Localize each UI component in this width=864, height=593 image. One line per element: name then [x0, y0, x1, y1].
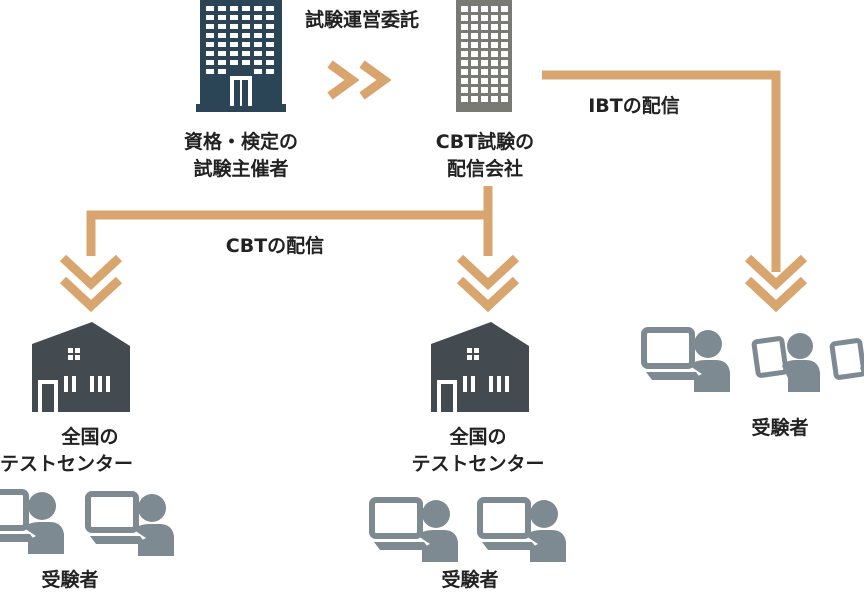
cbt-route-line	[86, 210, 493, 256]
organizer-building-icon	[196, 0, 286, 112]
examinee-left-pc-icon-2	[88, 494, 174, 556]
examinee-ibt-pc-icon	[644, 330, 730, 392]
outsourcing-label: 試験運営委託	[304, 9, 419, 31]
test-center-right-line1: 全国の	[449, 426, 507, 448]
examinees-ibt-label: 受験者	[751, 417, 809, 439]
examinee-ibt-phone-icon	[832, 335, 864, 394]
test-center-left-house-icon	[32, 322, 130, 412]
examinee-right-pc-icon-1	[372, 500, 458, 562]
outsourcing-chevron-2	[359, 60, 392, 100]
delivery-label-line1: CBT試験の	[435, 131, 535, 153]
cbt-left-arrowhead-2	[59, 276, 123, 313]
cbt-left-arrowhead-1	[59, 254, 123, 291]
outsourcing-chevron-1	[327, 60, 360, 100]
delivery-label-line2: 配信会社	[446, 158, 523, 180]
examinees-right-label: 受験者	[441, 569, 499, 591]
connectors	[59, 60, 808, 313]
delivery-building-icon	[456, 0, 512, 112]
examinee-left-pc-icon-1	[0, 492, 64, 554]
organizer-label-line1: 資格・検定の	[183, 131, 298, 153]
examinee-right-pc-icon-2	[480, 500, 566, 562]
ibt-route-line	[542, 70, 781, 272]
cbt-right-arrowhead-2	[456, 276, 520, 313]
test-center-left-line2: テストセンター	[0, 453, 134, 475]
ibt-arrowhead-1	[744, 254, 808, 291]
cbt-right-arrowhead-1	[456, 254, 520, 291]
examinee-icons	[0, 0, 864, 580]
examinee-ibt-tablet-icon	[754, 333, 820, 392]
test-center-right-house-icon	[431, 322, 529, 412]
cbt-delivery-label: CBTの配信	[225, 235, 325, 257]
test-center-left-line1: 全国の	[61, 426, 119, 448]
ibt-arrowhead-2	[744, 276, 808, 313]
test-center-right-line2: テストセンター	[411, 453, 545, 475]
organizer-label-line2: 試験主催者	[193, 158, 289, 180]
examinees-left-label: 受験者	[41, 569, 99, 591]
ibt-delivery-label: IBTの配信	[588, 95, 680, 117]
